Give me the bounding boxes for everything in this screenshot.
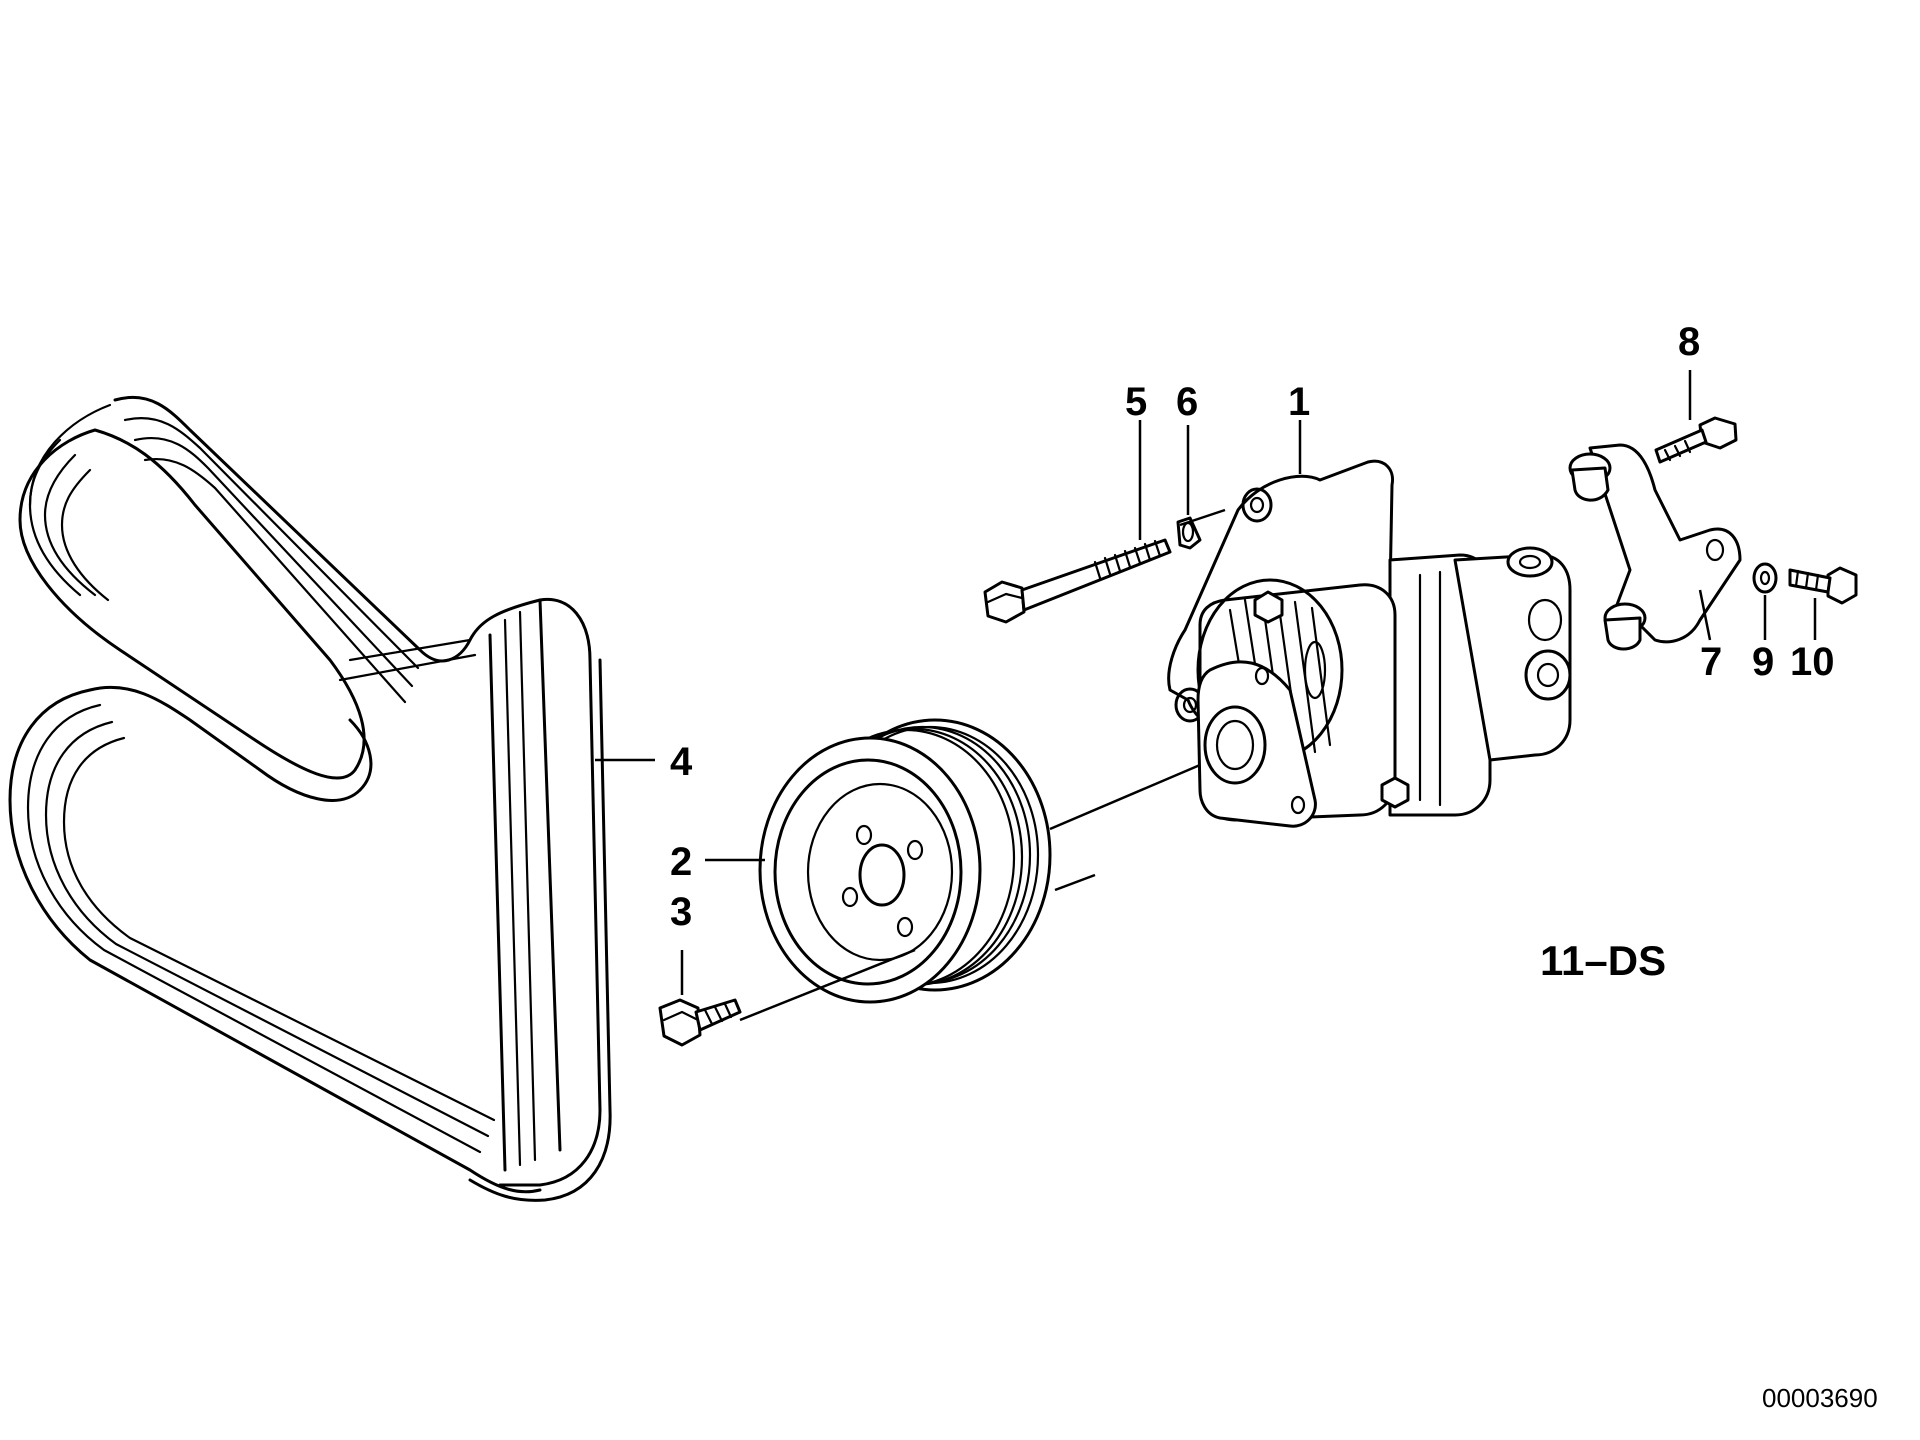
bracket — [1568, 443, 1742, 651]
callout-6: 6 — [1176, 380, 1198, 424]
callout-8: 8 — [1678, 320, 1700, 364]
callout-10: 10 — [1790, 640, 1835, 684]
callout-2: 2 — [670, 840, 692, 884]
image-number: 00003690 — [1762, 1383, 1878, 1413]
callout-4: 4 — [670, 740, 693, 784]
washer-9 — [1752, 562, 1778, 594]
callout-7: 7 — [1700, 640, 1722, 684]
callout-labels: 1 2 3 4 5 6 7 8 9 10 — [670, 320, 1835, 934]
bracket-bolt-8 — [1654, 416, 1738, 464]
callout-1: 1 — [1288, 380, 1310, 424]
long-bolt — [983, 538, 1172, 624]
pulley — [758, 718, 1052, 1004]
callout-5: 5 — [1125, 380, 1147, 424]
power-steering-pump — [1167, 459, 1572, 828]
pulley-bolt — [658, 998, 742, 1047]
ribbed-belt — [8, 395, 612, 1202]
leader-lines — [595, 370, 1817, 1022]
callout-3: 3 — [670, 890, 692, 934]
group-code: 11–DS — [1540, 937, 1666, 984]
bracket-bolt-10 — [1788, 566, 1858, 605]
callout-9: 9 — [1752, 640, 1774, 684]
